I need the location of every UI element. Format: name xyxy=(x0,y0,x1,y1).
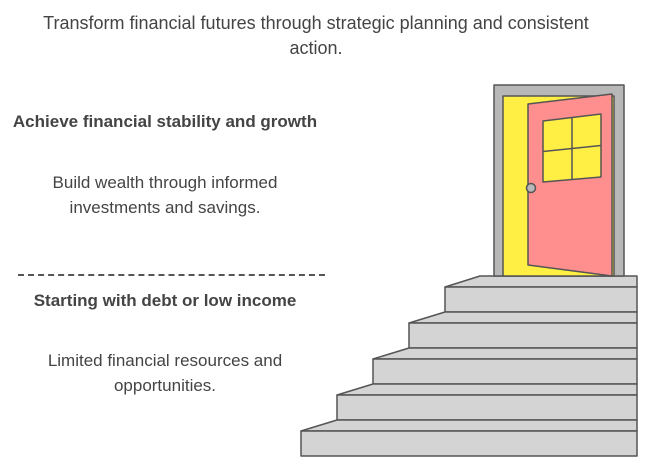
stair-landing xyxy=(444,275,638,288)
door-knob-icon xyxy=(525,182,537,194)
stair-step-3 xyxy=(372,358,638,385)
stair-step-5 xyxy=(300,430,638,457)
start-description: Limited financial resources and opportun… xyxy=(47,351,283,395)
door-window-icon xyxy=(542,113,602,183)
stair-step-4 xyxy=(336,394,638,421)
goal-description: Build wealth through informed investment… xyxy=(52,173,278,217)
section-divider xyxy=(18,274,325,276)
stair-tread-4 xyxy=(300,419,638,432)
stair-tread-3 xyxy=(336,383,638,396)
stair-tread-2 xyxy=(372,347,638,360)
stair-step-1 xyxy=(444,286,638,313)
headline: Transform financial futures through stra… xyxy=(43,13,589,58)
staircase-icon xyxy=(300,275,638,457)
stair-tread-1 xyxy=(408,311,638,324)
stair-step-2 xyxy=(408,322,638,349)
start-title: Starting with debt or low income xyxy=(33,291,297,310)
goal-title: Achieve financial stability and growth xyxy=(12,112,318,131)
open-door-icon xyxy=(493,84,625,277)
